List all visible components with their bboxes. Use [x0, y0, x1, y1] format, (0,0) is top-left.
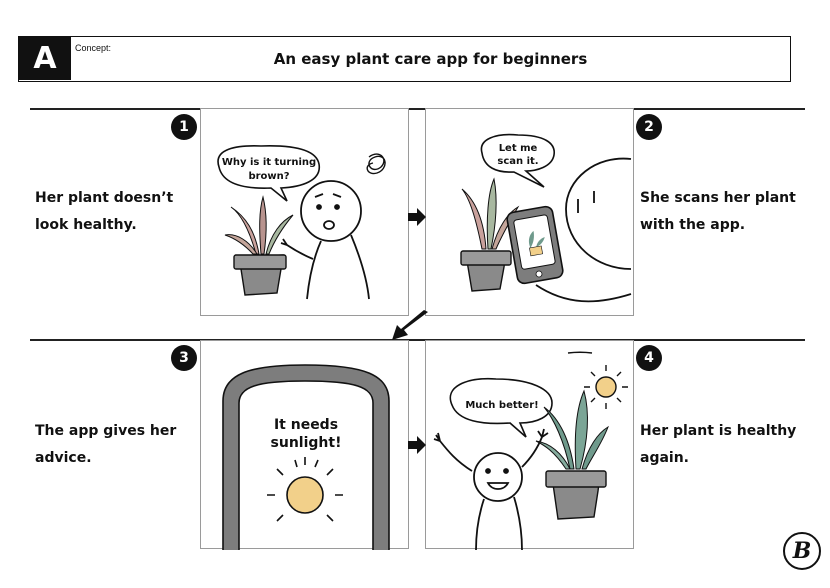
arrow-down-left-2-to-3: [392, 310, 428, 340]
row-divider-top: [30, 108, 805, 110]
arrow-right-3-to-4: [408, 436, 426, 454]
brand-logo: B: [783, 532, 821, 570]
caption-step-1: Her plant doesn’t look healthy.: [35, 185, 195, 239]
healthy-plant-icon: [535, 389, 609, 520]
panel-step-4: Much better!: [425, 340, 634, 550]
caption-line: advice.: [35, 450, 92, 466]
step-number-1: 1: [171, 114, 197, 140]
caption-line: with the app.: [640, 217, 746, 233]
speech-bubble: [217, 145, 320, 202]
speech-text-line2: scan it.: [497, 156, 538, 167]
panel-step-3: It needs sunlight!: [200, 340, 409, 550]
concept-header: A Concept: An easy plant care app for be…: [18, 36, 791, 82]
concept-label: Concept:: [75, 43, 112, 53]
speech-bubble: [480, 133, 555, 188]
caption-line: The app gives her: [35, 423, 177, 439]
person-head-outline: [565, 157, 632, 270]
screen-text-line2: sunlight!: [271, 435, 342, 451]
person-eyes: [577, 191, 595, 213]
caption-line: look healthy.: [35, 217, 137, 233]
speech-text: Much better!: [465, 400, 538, 411]
row-divider-middle: [30, 339, 805, 341]
phone-frame: [223, 364, 389, 550]
panel-step-1: Why is it turning brown?: [200, 108, 409, 316]
person-worried-icon: [280, 180, 370, 300]
arrow-right-1-to-2: [408, 208, 426, 226]
step-number-3: 3: [171, 345, 197, 371]
person-happy-icon: [433, 428, 549, 550]
step-number-2: 2: [636, 114, 662, 140]
caption-step-4: Her plant is healthy again.: [640, 418, 800, 472]
caption-line: Her plant doesn’t: [35, 190, 174, 206]
sick-plant-icon: [224, 195, 294, 296]
speech-text-line1: Let me: [499, 143, 538, 154]
step-number-4: 4: [636, 345, 662, 371]
phone-scan-icon: [506, 205, 564, 285]
panel-4-illustration: Much better!: [433, 351, 628, 550]
person-arm: [535, 284, 632, 303]
concept-badge: A: [19, 37, 71, 80]
caption-step-2: She scans her plant with the app.: [640, 185, 800, 239]
sick-plant-icon: [460, 177, 520, 292]
sun-icon: [267, 457, 343, 522]
caption-line: Her plant is healthy: [640, 423, 797, 439]
confused-scribble-icon: [366, 153, 386, 175]
panel-step-2: Let me scan it.: [425, 108, 634, 316]
panel-1-illustration: Why is it turning brown?: [217, 145, 386, 300]
concept-title: An easy plant care app for beginners: [273, 50, 588, 68]
caption-line: She scans her plant: [640, 190, 796, 206]
caption-step-3: The app gives her advice.: [35, 418, 195, 472]
screen-text-line1: It needs: [274, 417, 338, 433]
panel-2-illustration: Let me scan it.: [460, 133, 632, 303]
speech-text-line2: brown?: [248, 171, 289, 182]
panel-3-illustration: It needs sunlight!: [222, 364, 390, 550]
speech-bubble: [449, 377, 553, 438]
caption-line: again.: [640, 450, 689, 466]
sun-icon: [584, 365, 628, 409]
speech-text-line1: Why is it turning: [222, 157, 316, 168]
